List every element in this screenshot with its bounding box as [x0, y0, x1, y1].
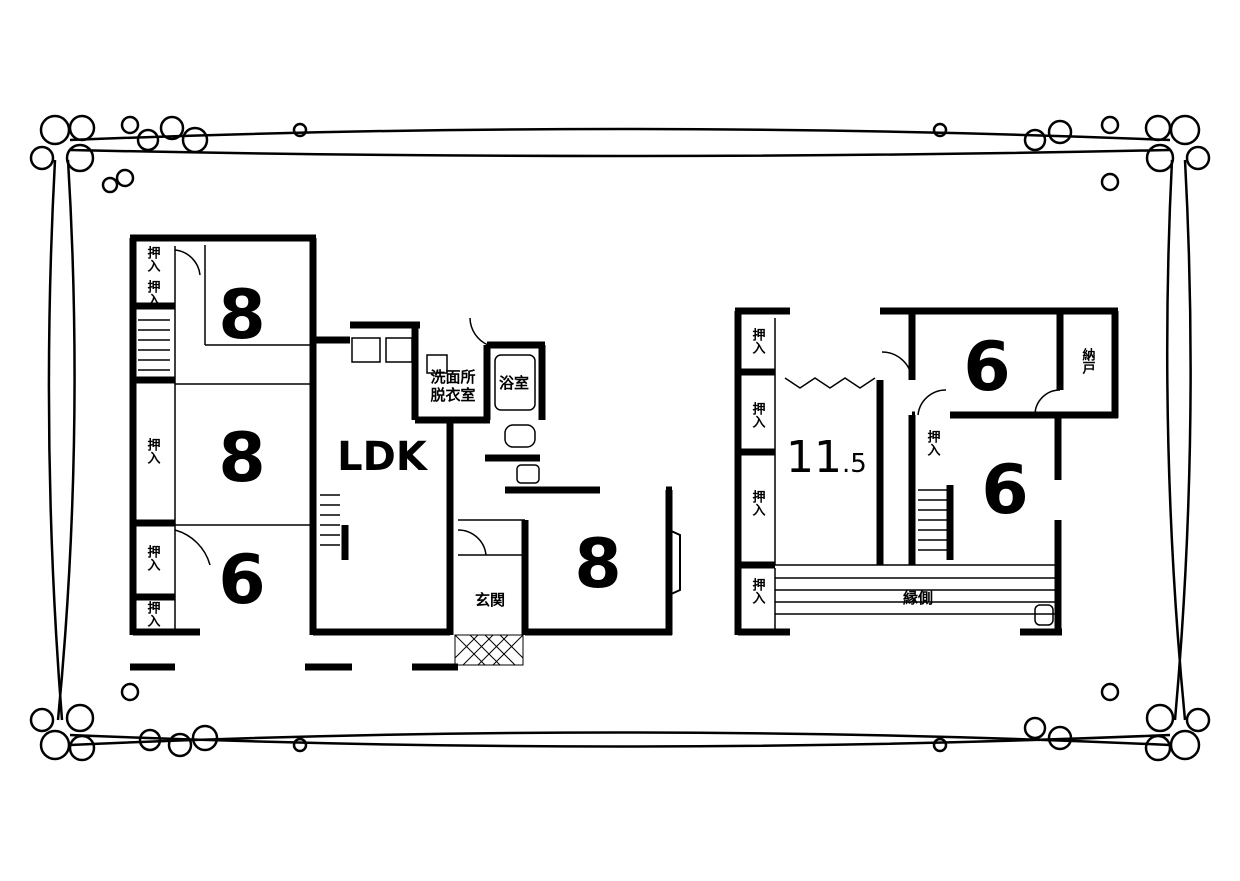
closet-label-f1-d: 押入 [145, 544, 161, 571]
room-label-main-fraction: .5 [842, 449, 867, 479]
room-label-senmen-line2: 脱衣室 [430, 386, 475, 404]
room-label-yokushitsu: 浴室 [499, 374, 529, 392]
room-label-genkan: 玄関 [475, 591, 505, 609]
room-label-senmen-line1: 洗面所 [430, 368, 475, 386]
floor1-partitions [138, 245, 540, 632]
floral-corner-bl [29, 682, 308, 762]
genkan-tiles [454, 634, 524, 666]
decorative-frame [47, 127, 1192, 748]
room-label-nando: 納戸 [1080, 347, 1096, 375]
closet-label-f1-b: 押入 [145, 279, 161, 306]
bay-window [668, 529, 681, 596]
floral-corner-tl [29, 114, 308, 194]
floor2-walls [734, 307, 1119, 636]
closet-label-f1-a: 押入 [145, 245, 161, 272]
room-label-engawa: 縁側 [903, 589, 933, 607]
floor2-plan [734, 307, 1119, 636]
closet-label-f2-c: 押入 [750, 489, 766, 516]
closet-label-f2-d: 押入 [750, 577, 766, 604]
closet-label-f1-e: 押入 [145, 600, 161, 627]
floor1-plan [129, 234, 681, 671]
closet-label-f2-a: 押入 [750, 327, 766, 354]
floral-corner-br [932, 682, 1211, 762]
room-label-ldk: LDK [337, 434, 429, 480]
room-label-ne: 6 [963, 328, 1010, 407]
closet-label-f2-b: 押入 [750, 401, 766, 428]
room-label-washitsu-north: 8 [218, 276, 265, 355]
closet-label-f1-c: 押入 [145, 437, 161, 464]
room-label-washitsu-south: 6 [218, 541, 265, 620]
room-label-washitsu-middle: 8 [218, 419, 265, 498]
floor2-partitions [774, 318, 1061, 632]
floor1-walls [129, 234, 673, 671]
room-label-main-number: 11 [786, 432, 842, 483]
room-label-east: 8 [574, 525, 621, 604]
room-label-se: 6 [981, 451, 1028, 530]
closet-label-f2-e: 押入 [925, 429, 941, 456]
floral-corner-tr [932, 114, 1211, 192]
